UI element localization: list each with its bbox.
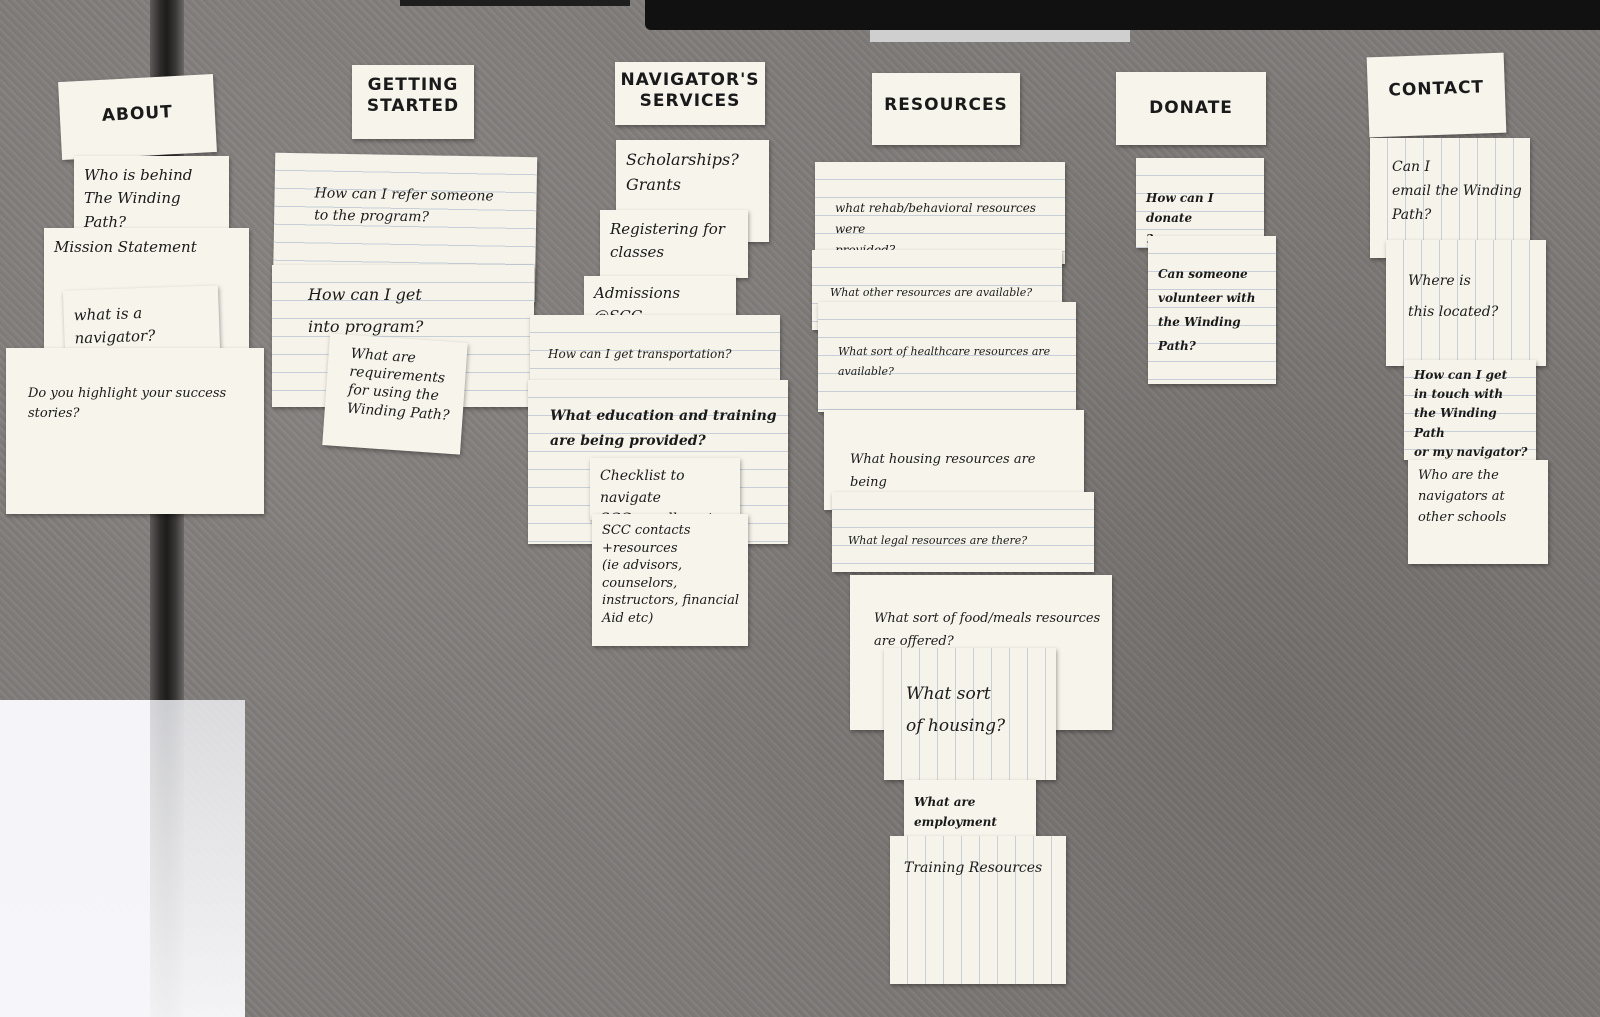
card-food-text: What sort of food/meals resources are of…	[874, 611, 1101, 650]
card-who-are-text: Who are the navigators at other schools	[1418, 468, 1507, 525]
card-volunteer: Can someone volunteer with the Winding P…	[1148, 236, 1276, 384]
header-resources-label: RESOURCES	[884, 95, 1008, 115]
card-healthcare-text: What sort of healthcare resources are av…	[838, 345, 1051, 378]
card-registering-text: Registering for classes	[610, 220, 725, 262]
card-touch: How can I get in touch with the Winding …	[1404, 360, 1536, 460]
card-training-text: Training Resources	[904, 860, 1043, 876]
card-volunteer-text: Can someone volunteer with the Winding P…	[1158, 267, 1256, 353]
header-contact: CONTACT	[1366, 52, 1507, 138]
card-legal-text: What legal resources are there?	[848, 534, 1028, 547]
header-donate: DONATE	[1116, 72, 1266, 145]
card-training: Training Resources	[890, 836, 1066, 984]
header-resources: RESOURCES	[872, 73, 1020, 145]
card-housing-sort: What sort of housing?	[884, 648, 1056, 780]
card-checklist: Checklist to navigate SCC enrollment	[590, 458, 740, 520]
card-admissions-text: Admissions @SCC	[594, 284, 681, 316]
header-navigators-services-label: NAVIGATOR'S SERVICES	[620, 70, 760, 112]
card-employment-text: What are employment services available?	[914, 795, 997, 842]
header-about-label: ABOUT	[101, 102, 174, 126]
card-other-text: What other resources are available?	[830, 286, 1033, 299]
card-requirements-text: What are requirements for using the Wind…	[346, 345, 450, 424]
header-navigators-services: NAVIGATOR'S SERVICES	[615, 62, 765, 125]
card-employment: What are employment services available?	[904, 780, 1036, 842]
card-registering: Registering for classes	[600, 210, 748, 278]
monitor-base	[645, 0, 1600, 30]
card-requirements: What are requirements for using the Wind…	[322, 333, 468, 455]
card-get-into-text: How can I get into program?	[308, 285, 424, 336]
card-touch-text: How can I get in touch with the Winding …	[1414, 368, 1528, 459]
header-getting-started: GETTING STARTED	[352, 65, 474, 139]
header-getting-started-label: GETTING STARTED	[366, 75, 460, 117]
card-located-text: Where is this located?	[1408, 273, 1499, 320]
card-transportation-text: How can I get transportation?	[548, 347, 732, 361]
card-scc-contacts: SCC contacts +resources (ie advisors, co…	[592, 514, 748, 646]
card-legal: What legal resources are there?	[832, 492, 1094, 572]
card-success: Do you highlight your success stories?	[6, 348, 264, 514]
card-email-text: Can I email the Winding Path?	[1392, 159, 1522, 223]
monitor-foot	[870, 30, 1130, 42]
header-contact-label: CONTACT	[1388, 77, 1485, 101]
card-healthcare: What sort of healthcare resources are av…	[818, 302, 1076, 412]
top-edge-object	[400, 0, 630, 6]
header-donate-label: DONATE	[1149, 98, 1233, 118]
card-email: Can I email the Winding Path?	[1370, 138, 1530, 258]
card-navigator: what is a navigator?	[62, 285, 221, 357]
card-how-donate-text: How can I donate ?	[1146, 191, 1214, 246]
card-refer-text: How can I refer someone to the program?	[314, 185, 494, 226]
card-how-donate: How can I donate ?	[1136, 158, 1264, 248]
card-navigator-text: what is a navigator?	[73, 303, 156, 348]
card-mission-text: Mission Statement	[54, 238, 197, 256]
card-who-behind-text: Who is behind The Winding Path?	[84, 166, 193, 230]
card-education-text: What education and training are being pr…	[550, 408, 777, 449]
card-housing-sort-text: What sort of housing?	[906, 684, 1006, 737]
card-success-text: Do you highlight your success stories?	[28, 386, 227, 422]
card-scc-contacts-text: SCC contacts +resources (ie advisors, co…	[602, 523, 740, 626]
card-located: Where is this located?	[1386, 240, 1546, 366]
header-about: ABOUT	[58, 73, 217, 161]
light-glare-edge	[0, 700, 150, 1017]
card-who-behind: Who is behind The Winding Path?	[74, 156, 229, 230]
card-who-are: Who are the navigators at other schools	[1408, 460, 1548, 564]
card-rehab: what rehab/behavioral resources were pro…	[815, 162, 1065, 264]
card-scholarships-text: Scholarships? Grants	[626, 150, 739, 194]
card-checklist-text: Checklist to navigate SCC enrollment	[600, 468, 713, 520]
card-admissions: Admissions @SCC	[584, 276, 736, 316]
